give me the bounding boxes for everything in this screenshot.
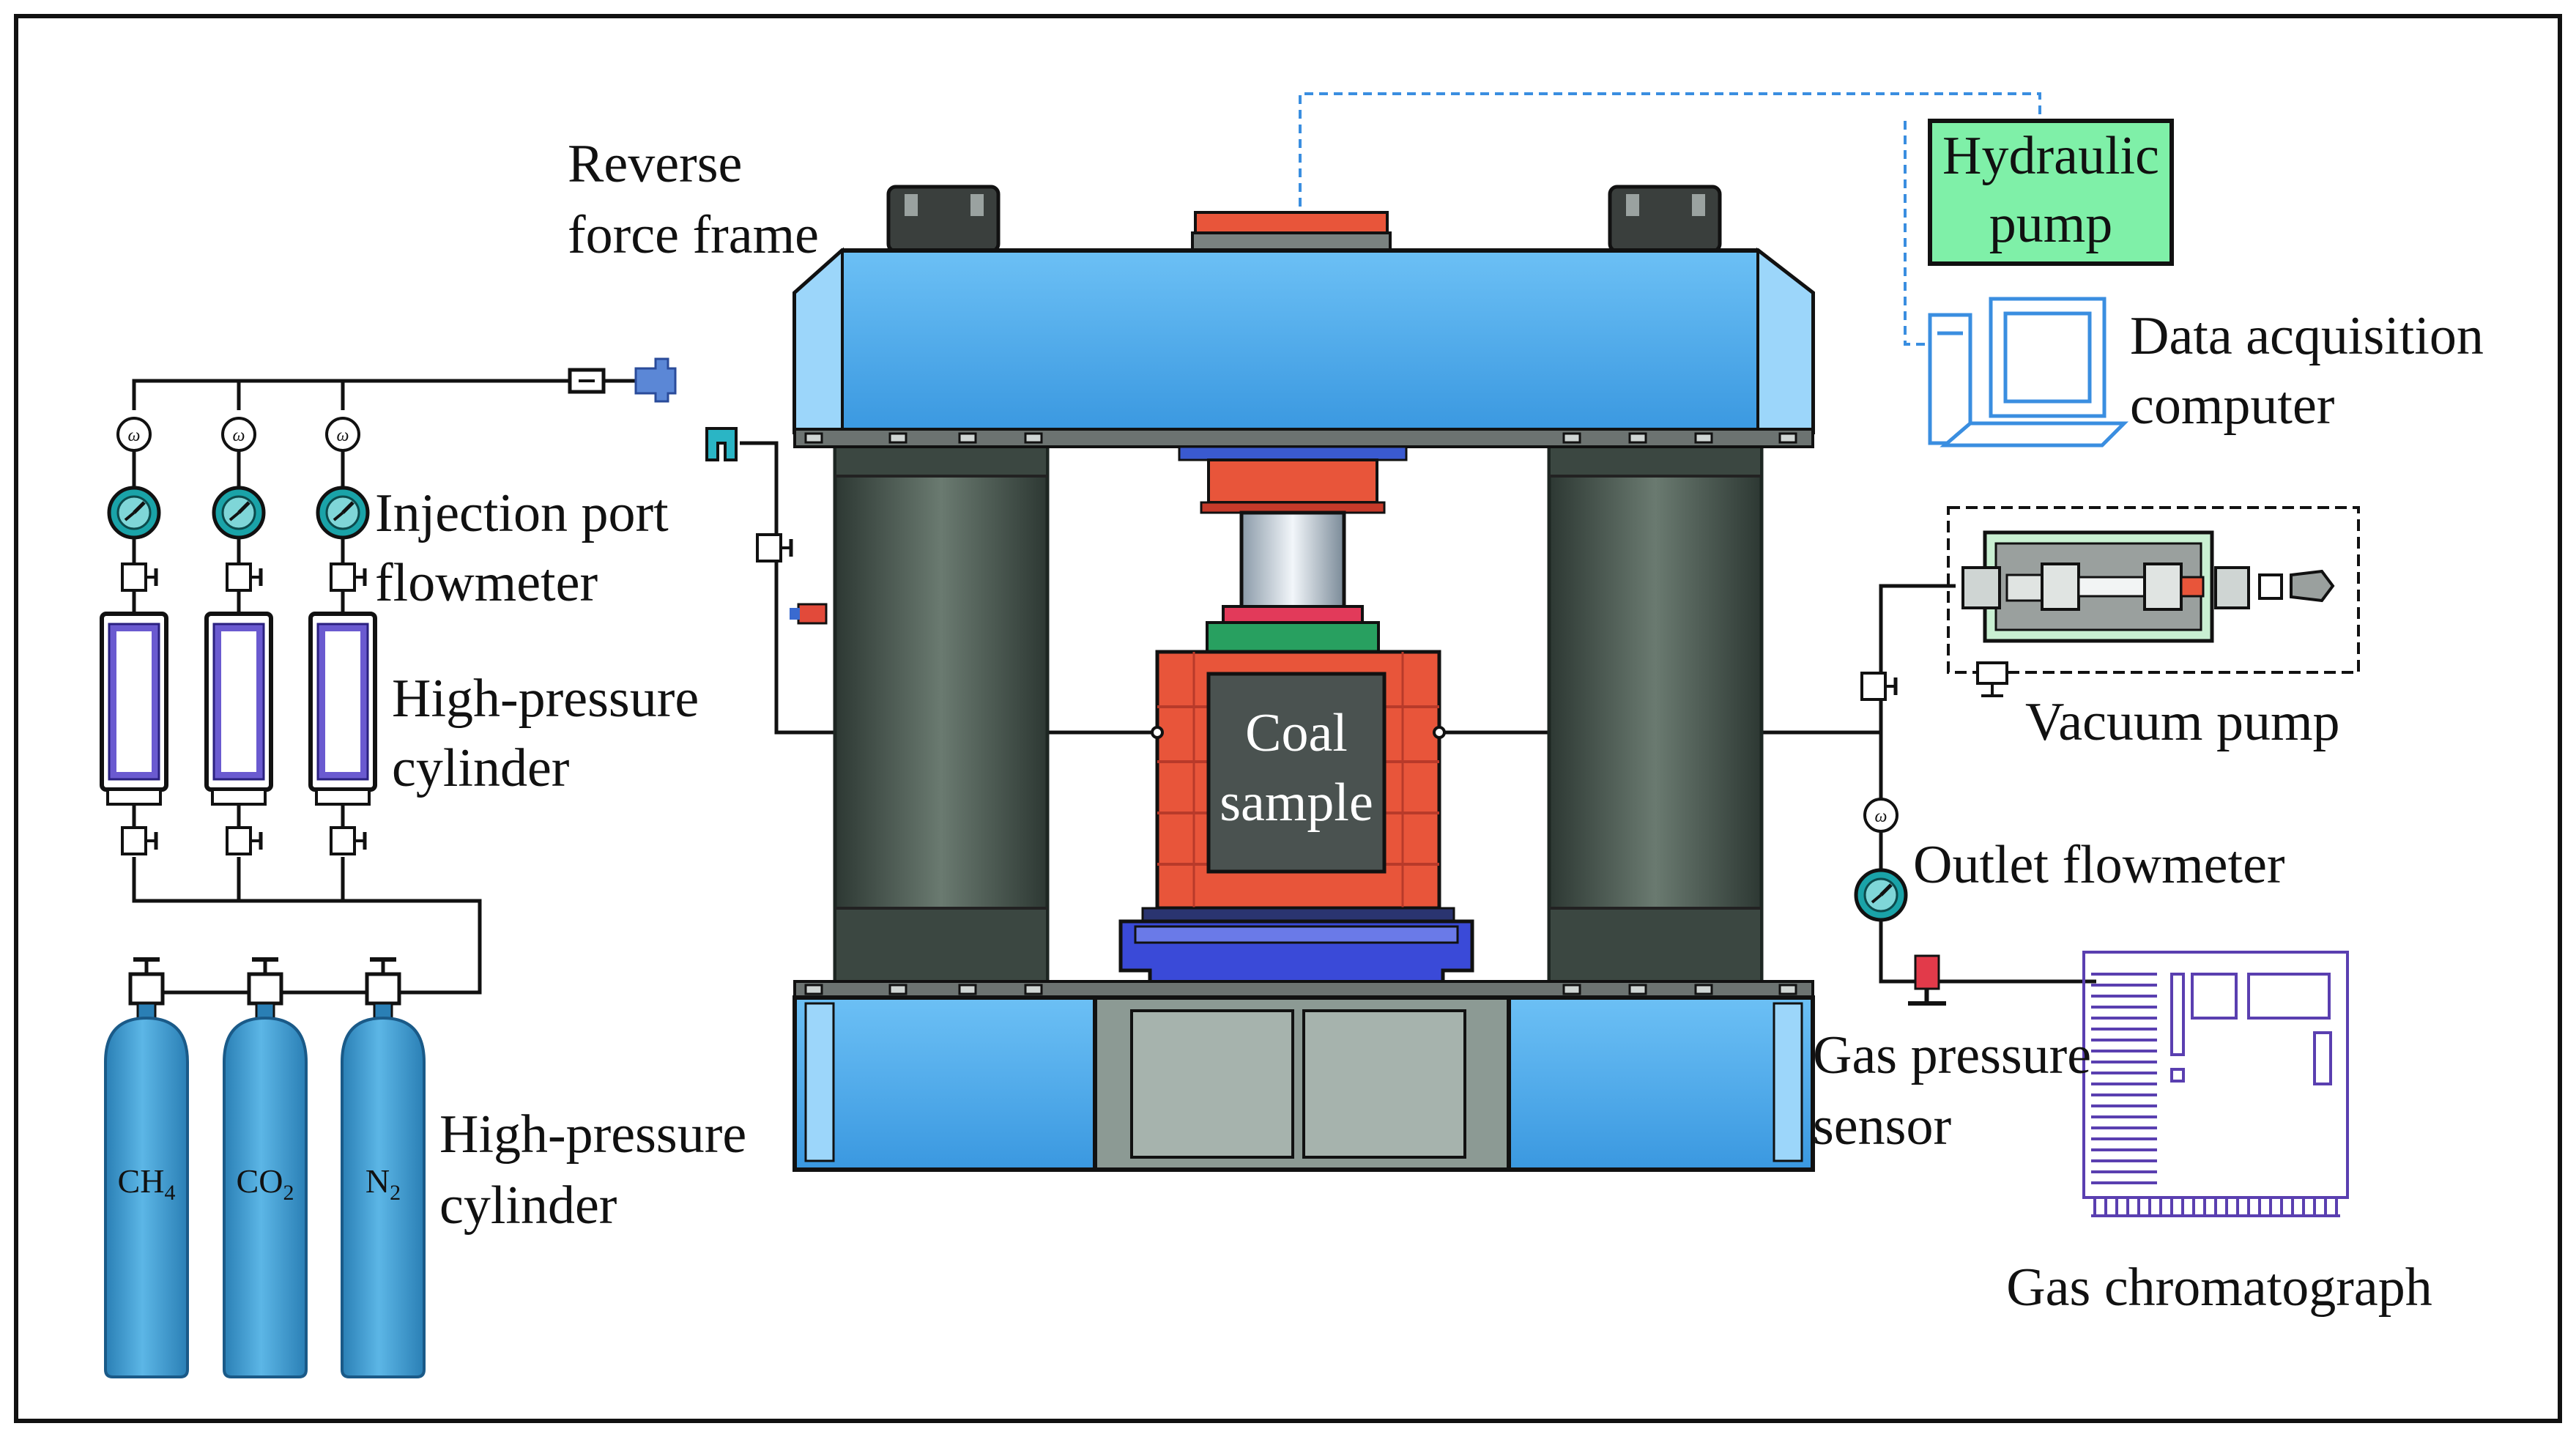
gas-chromatograph-icon [2082, 951, 2349, 1217]
vacuum-pump-assembly [1947, 506, 2360, 697]
label-data-acquisition-line2: computer [2130, 376, 2334, 436]
label-outlet-flowmeter: Outlet flowmeter [1913, 835, 2285, 895]
label-coal-sample-line1: Coal [1245, 703, 1348, 763]
injection-flowmeter-gauge-3 [318, 488, 368, 538]
label-hp-cylinder-lower-line1: High-pressure [439, 1104, 746, 1165]
data-cables [1299, 92, 2041, 346]
top-nut-right [1608, 185, 1722, 253]
gas-label-ch4: CH4 [118, 1162, 176, 1205]
labels: Reverse force frame Hydraulic pump Data … [375, 126, 2484, 1318]
label-data-acquisition-line1: Data acquisition [2130, 306, 2484, 366]
gas-bottle-co2 [223, 957, 308, 1378]
gas-bottle-ch4 [104, 957, 189, 1378]
gas-label-n2: N2 [365, 1162, 401, 1205]
gas-bottles: CH4 CO2 N2 [104, 957, 426, 1378]
hydraulic-pump-box [1928, 119, 2174, 266]
base-left-block [793, 995, 1097, 1172]
label-reverse-force-frame-line2: force frame [568, 205, 819, 265]
label-gas-chromatograph: Gas chromatograph [2006, 1258, 2432, 1318]
injection-flowmeter-gauge-1 [109, 488, 159, 538]
label-reverse-force-frame-line1: Reverse [568, 134, 742, 194]
base-right-block [1507, 995, 1815, 1172]
top-nut-left [886, 185, 1001, 253]
gas-label-co2: CO2 [237, 1162, 294, 1205]
flowmeter-assemblies [109, 417, 368, 614]
right-column [1547, 445, 1764, 984]
injection-flowmeter-gauge-2 [214, 488, 264, 538]
label-hp-cylinder-upper-line2: cylinder [392, 738, 569, 798]
label-gas-pressure-sensor-line2: sensor [1813, 1096, 1951, 1156]
reverse-force-frame [793, 185, 1815, 1172]
gas-bottle-n2 [341, 957, 426, 1378]
label-injection-port-line1: Injection port [375, 483, 669, 543]
label-gas-pressure-sensor-line1: Gas pressure [1813, 1025, 2091, 1085]
piston-rod [1239, 510, 1346, 610]
label-injection-port-line2: flowmeter [375, 553, 598, 613]
coal-sample-block [1206, 672, 1387, 874]
inlet-fittings [705, 427, 828, 625]
label-hydraulic-pump-line2: pump [1989, 194, 2113, 254]
injection-fitting [568, 357, 677, 403]
label-coal-sample-line2: sample [1220, 773, 1373, 833]
label-hp-cylinder-upper-line1: High-pressure [392, 669, 699, 729]
gas-pressure-sensor-icon [1908, 954, 1946, 1006]
outlet-flowmeter-gauge [1856, 870, 1906, 920]
top-crossbeam [793, 248, 1815, 434]
label-hp-cylinder-lower-line2: cylinder [439, 1176, 617, 1236]
label-hydraulic-pump-line1: Hydraulic [1942, 126, 2159, 186]
high-pressure-piston-cylinders [100, 612, 377, 854]
data-acquisition-computer-icon [1928, 297, 2129, 448]
label-vacuum-pump: Vacuum pump [2025, 692, 2340, 752]
top-ram-cap [1194, 211, 1389, 234]
left-column [833, 445, 1050, 984]
outlet-instruments [1856, 673, 1946, 1006]
